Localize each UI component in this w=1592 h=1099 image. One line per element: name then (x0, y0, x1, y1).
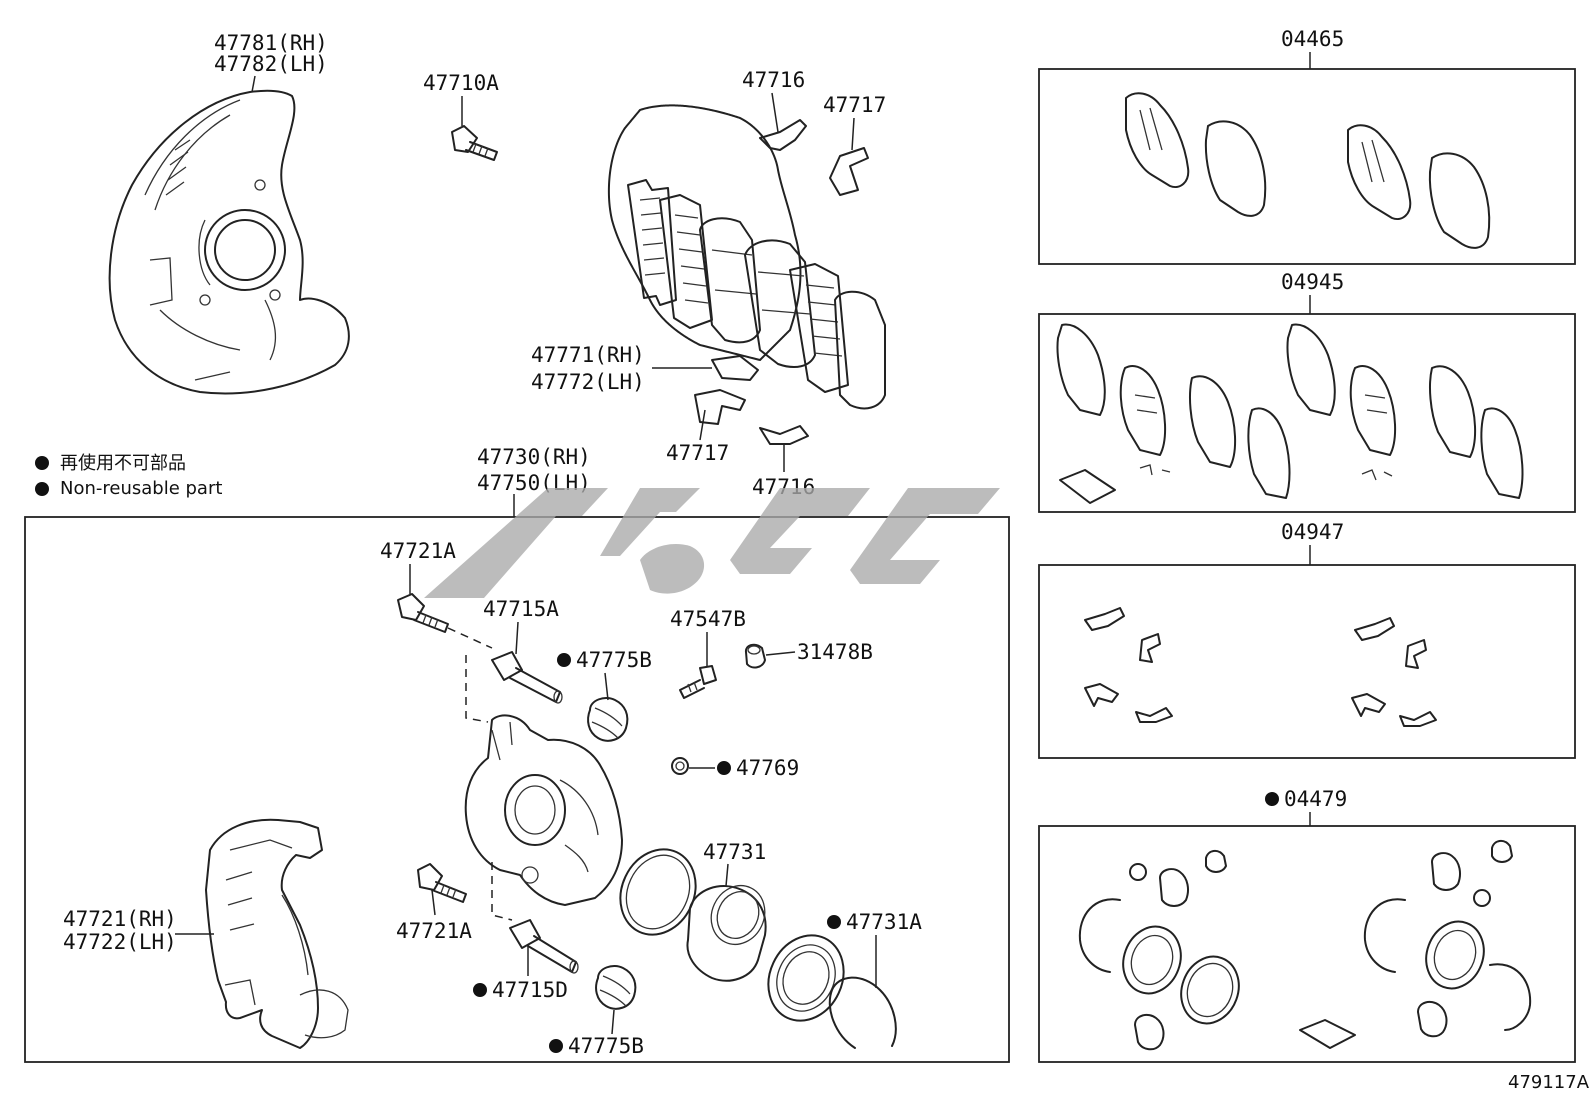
label-47717-bot: 47717 (666, 441, 729, 465)
label-47721-rh: 47721(RH) (63, 907, 177, 931)
clip-47716-top-part[interactable] (759, 119, 807, 151)
pad-assembly-outline (607, 104, 802, 361)
label-47716-top: 47716 (742, 68, 805, 92)
leader-line (699, 409, 706, 441)
caliper-body-part[interactable] (464, 714, 623, 906)
legend-jp: 再使用不可部品 (60, 453, 186, 474)
kit-04947-clips[interactable] (1084, 607, 1437, 727)
kit-04465-box (1038, 68, 1576, 265)
leader-line (251, 75, 256, 93)
label-47722-lh: 47722(LH) (63, 930, 177, 954)
watermark-logo (424, 488, 1000, 598)
dust-shield-part[interactable] (108, 89, 350, 395)
label-47731: 47731 (703, 840, 766, 864)
shim-47771-part[interactable] (711, 355, 759, 381)
leader-line (771, 92, 779, 133)
kit-04945-box (1038, 313, 1576, 513)
label-04947: 04947 (1281, 520, 1344, 544)
label-04479: 04479 (1284, 787, 1347, 811)
dashed-guide (491, 862, 513, 921)
bolt-47721a-top-part[interactable] (397, 593, 449, 633)
label-04465: 04465 (1281, 27, 1344, 51)
filled-dot-icon (557, 653, 571, 667)
label-47715d: 47715D (492, 978, 568, 1002)
label-47715a: 47715A (483, 597, 559, 621)
label-47782-lh: 47782(LH) (214, 52, 328, 76)
bleeder-47547b-part[interactable] (679, 665, 717, 699)
label-47731a: 47731A (846, 910, 922, 934)
label-31478b: 31478B (797, 640, 873, 664)
filled-dot-icon (549, 1039, 563, 1053)
filled-dot-icon (717, 761, 731, 775)
clip-47717-bot-part[interactable] (694, 389, 746, 425)
mounting-bracket-part[interactable] (205, 818, 349, 1049)
kit-04479-components[interactable] (1078, 840, 1532, 1051)
kit-04465-pads[interactable] (1125, 92, 1491, 249)
brake-pad-4[interactable] (744, 239, 816, 368)
leader-line (725, 863, 729, 887)
label-47730-rh: 47730(RH) (477, 445, 591, 469)
kit-04947-box (1038, 564, 1576, 759)
filled-dot-icon (1265, 792, 1279, 806)
leader-line (604, 672, 609, 701)
seal-ring-part[interactable] (607, 837, 709, 947)
bolt-47721a-bot-part[interactable] (417, 863, 467, 903)
leader-line (515, 621, 519, 655)
label-47771-rh: 47771(RH) (531, 343, 645, 367)
clip-47716-bot-part[interactable] (759, 425, 809, 445)
kit-04479-box (1038, 825, 1576, 1063)
piston-boot-part[interactable] (755, 923, 857, 1033)
legend: 再使用不可部品 Non-reusable part (35, 453, 222, 499)
boot-47775b-top-part[interactable] (587, 697, 629, 742)
leader-line (611, 1009, 615, 1035)
label-47775b-top: 47775B (576, 648, 652, 672)
dashed-guide (465, 655, 489, 723)
brake-pad-6[interactable] (834, 290, 886, 410)
boot-47775b-bot-part[interactable] (595, 965, 637, 1010)
pin-47715a-part[interactable] (491, 651, 563, 704)
label-47781-rh: 47781(RH) (214, 31, 328, 55)
label-47769: 47769 (736, 756, 799, 780)
label-47772-lh: 47772(LH) (531, 370, 645, 394)
label-47547b: 47547B (670, 607, 746, 631)
pin-47715d-part[interactable] (509, 919, 579, 974)
figure-number: 479117A (1508, 1072, 1590, 1093)
clip-47717-top-part[interactable] (829, 147, 869, 196)
label-04945: 04945 (1281, 270, 1344, 294)
leader-line (431, 889, 436, 916)
piston-47731-part[interactable] (686, 877, 774, 982)
filled-dot-icon (35, 456, 49, 470)
leader-line (851, 117, 855, 151)
label-47717-top: 47717 (823, 93, 886, 117)
brake-pad-5[interactable] (789, 263, 849, 393)
brake-pad-3[interactable] (699, 217, 761, 344)
dashed-guide (447, 627, 493, 649)
label-47721a-bot: 47721A (396, 919, 472, 943)
label-47710a: 47710A (423, 71, 499, 95)
brake-pad-1[interactable] (627, 179, 677, 306)
snap-ring-47731a-part[interactable] (828, 976, 897, 1049)
bolt-47710a-part[interactable] (451, 125, 498, 161)
filled-dot-icon (827, 915, 841, 929)
leader-line (765, 651, 796, 656)
filled-dot-icon (473, 983, 487, 997)
kit-04945-pads[interactable] (1056, 323, 1524, 504)
cap-47769-part[interactable] (671, 757, 689, 775)
cap-31478b-part[interactable] (744, 643, 766, 669)
filled-dot-icon (35, 482, 49, 496)
legend-en: Non-reusable part (60, 478, 222, 499)
label-47721a-top: 47721A (380, 539, 456, 563)
label-47775b-bot: 47775B (568, 1034, 644, 1058)
